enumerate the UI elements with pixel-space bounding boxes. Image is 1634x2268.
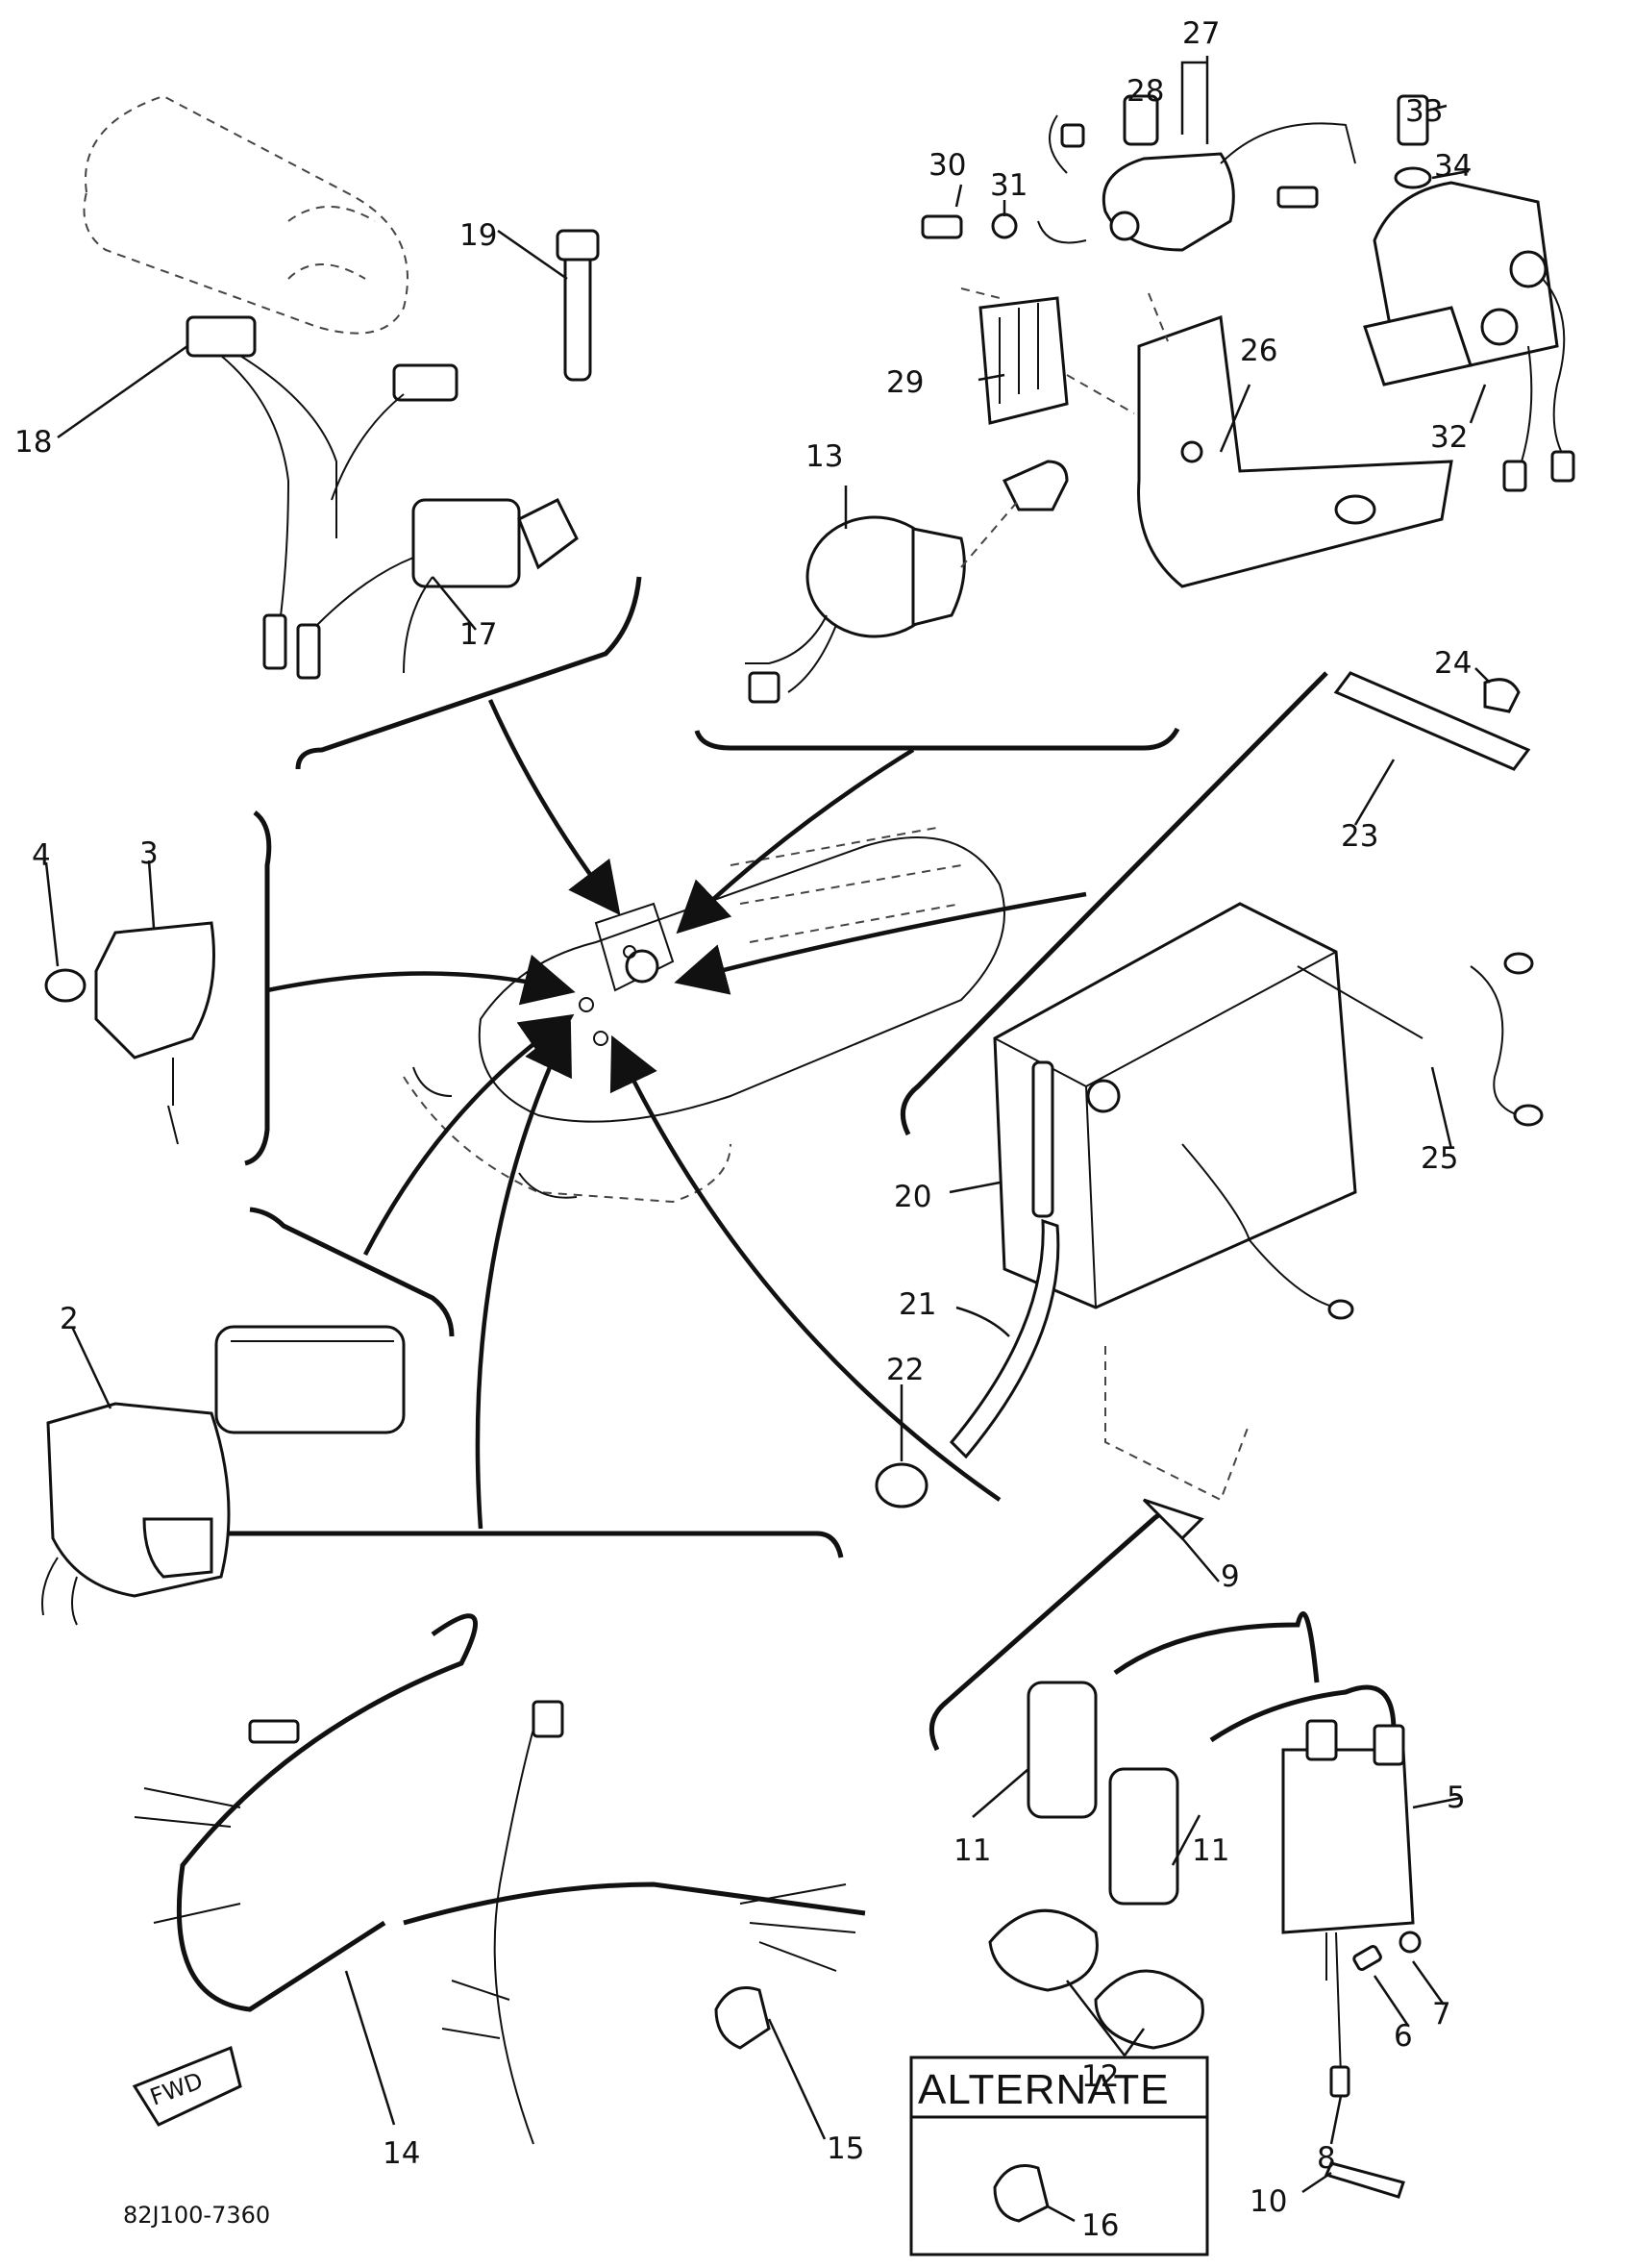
switch-harness [186,315,579,680]
part-label-30: 30 [928,148,966,183]
part-label-31: 31 [990,168,1027,203]
part-label-27: 27 [1182,16,1220,51]
part-label-18: 18 [14,425,52,460]
part-label-21: 21 [899,1287,936,1322]
cable-tie [556,229,600,382]
part-label-4: 4 [32,838,51,873]
part-label-11b: 11 [1192,1833,1229,1868]
part-label-26: 26 [1240,334,1277,368]
grip-outline [83,94,408,335]
bracket [1137,292,1453,588]
part-label-13: 13 [805,439,843,474]
electrical-units [41,1325,406,1626]
cover-part [44,921,215,1145]
part-label-33: 33 [1405,94,1443,129]
part-label-23: 23 [1341,819,1378,854]
part-label-12: 12 [1081,2059,1119,2094]
battery-assembly [875,671,1544,1508]
part-label-15: 15 [827,2131,864,2166]
part-label-19: 19 [459,218,497,253]
alternate-title: ALTERNATE [918,2066,1170,2113]
part-label-11a: 11 [953,1833,991,1868]
part-label-9: 9 [1221,1559,1240,1594]
part-label-25: 25 [1421,1141,1458,1176]
part-label-17: 17 [459,617,497,652]
leader-lines [44,56,1491,2223]
part-label-6: 6 [1394,2019,1413,2054]
part-label-2: 2 [60,1302,79,1336]
part-label-16: 16 [1081,2208,1119,2243]
part-label-5: 5 [1447,1781,1466,1815]
part-label-10: 10 [1250,2184,1287,2219]
part-label-14: 14 [383,2136,420,2171]
wire-harness: FWD [132,1613,1050,2223]
part-label-24: 24 [1434,646,1472,681]
alternate-box: ALTERNATE [909,2056,1209,2256]
part-label-29: 29 [886,365,924,400]
part-label-3: 3 [139,836,159,871]
part-label-7: 7 [1432,1997,1451,2031]
part-label-20: 20 [894,1180,931,1214]
part-label-8: 8 [1317,2141,1336,2176]
part-label-22: 22 [886,1353,924,1387]
starter-relay-assembly [921,94,1356,425]
part-label-28: 28 [1126,74,1164,109]
part-label-32: 32 [1430,420,1468,455]
key-switch [745,460,1069,704]
drawing-code: 82J100-7360 [123,2202,270,2229]
ignition-coil-assembly [988,1498,1422,2199]
pointer-arrows [266,699,1087,1530]
vehicle-outline [403,826,1005,1204]
part-labels: 27 28 30 31 29 26 33 34 32 13 19 18 17 4… [14,16,1472,2243]
part-label-34: 34 [1434,149,1472,184]
main-relay [1363,94,1575,492]
